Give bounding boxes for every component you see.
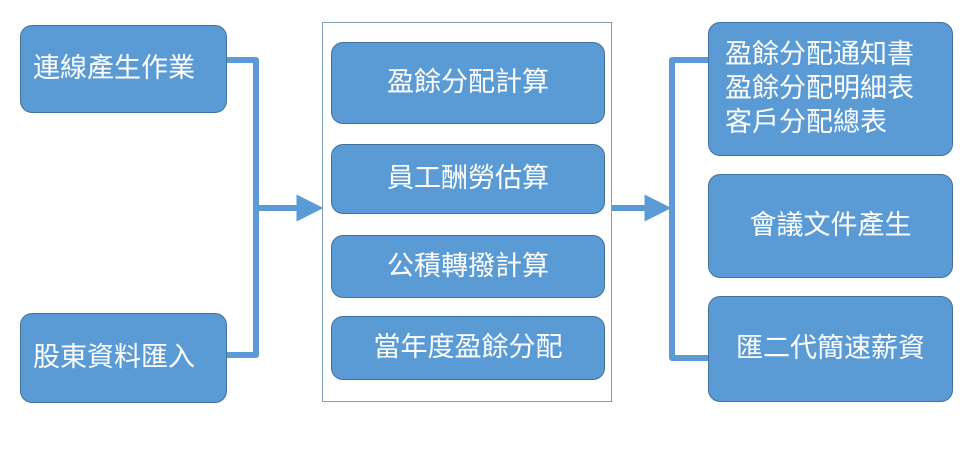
output-reports: 盈餘分配通知書 盈餘分配明細表 客戶分配總表 [708, 22, 953, 156]
input-online-generation: 連線產生作業 [20, 25, 227, 113]
output-report-detail: 盈餘分配明細表 [725, 73, 914, 104]
process-earnings-calc: 盈餘分配計算 [331, 42, 605, 124]
output-meeting-docs-label: 會議文件產生 [749, 210, 912, 241]
bracket-right [669, 57, 708, 361]
output-nhi-supplement: 匯二代簡速薪資 [708, 296, 953, 402]
process-annual-distribution: 當年度盈餘分配 [331, 316, 605, 380]
process-reserve-transfer-label: 公積轉撥計算 [387, 250, 549, 282]
bracket-left [226, 57, 259, 358]
output-report-notice: 盈餘分配通知書 [725, 39, 914, 70]
input-shareholder-import: 股東資料匯入 [20, 313, 227, 403]
process-earnings-calc-label: 盈餘分配計算 [387, 67, 549, 98]
output-meeting-docs: 會議文件產生 [708, 174, 953, 278]
process-reserve-transfer: 公積轉撥計算 [331, 235, 605, 298]
input-shareholder-import-label: 股東資料匯入 [33, 342, 195, 373]
input-online-generation-label: 連線產生作業 [33, 53, 195, 84]
output-nhi-supplement-label: 匯二代簡速薪資 [736, 333, 925, 364]
process-employee-compensation: 員工酬勞估算 [331, 144, 605, 214]
output-report-summary: 客戶分配總表 [725, 107, 887, 138]
process-annual-distribution-label: 當年度盈餘分配 [373, 332, 563, 363]
process-employee-compensation-label: 員工酬勞估算 [387, 163, 549, 194]
